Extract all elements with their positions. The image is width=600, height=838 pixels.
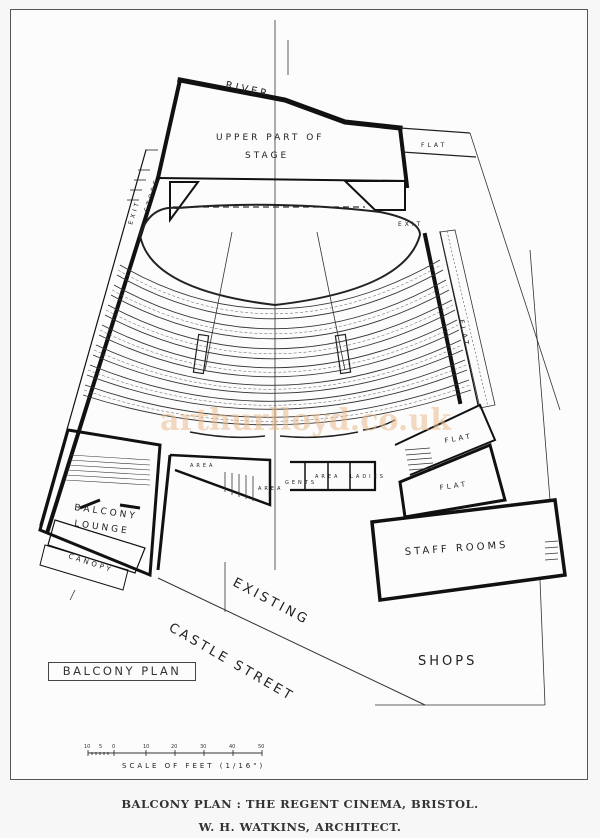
caption-title: BALCONY PLAN : THE REGENT CINEMA, BRISTO… <box>121 797 479 811</box>
label-existing: EXISTING <box>230 575 312 628</box>
label-flat-right: FLAT <box>457 319 471 349</box>
label-ladies: LADIES <box>350 474 386 480</box>
label-staff-rooms: STAFF ROOMS <box>404 540 508 558</box>
scale-tick: 20 <box>171 744 177 750</box>
scale-tick: 10 <box>84 744 90 750</box>
seating-rows <box>82 259 472 426</box>
label-gents: GENTS <box>285 480 317 486</box>
label-area-2: AREA <box>258 486 283 492</box>
scale-tick: 5 <box>99 744 102 750</box>
label-shops: SHOPS <box>418 654 477 669</box>
scale-bar <box>87 750 263 756</box>
drawing-frame <box>10 9 588 780</box>
scale-label: SCALE OF FEET (1/16") <box>122 762 265 770</box>
label-upper-part-of: UPPER PART OF <box>216 133 324 143</box>
scale-tick: 10 <box>143 744 149 750</box>
label-flat-top: FLAT <box>421 142 447 149</box>
label-area-1: AREA <box>190 463 215 469</box>
label-exit-left: EXIT <box>127 199 141 225</box>
balcony-plan-title-box: BALCONY PLAN <box>48 662 196 681</box>
label-river: RIVER <box>224 80 270 100</box>
staff-rooms-outline <box>370 498 567 602</box>
scale-tick: 30 <box>200 744 206 750</box>
scale-tick: 0 <box>112 744 115 750</box>
label-stage: STAGE <box>245 151 289 161</box>
label-store: STORE <box>143 177 161 213</box>
label-exit-right: EXIT <box>398 221 423 228</box>
label-area-3: AREA <box>315 474 340 480</box>
caption-architect: W. H. WATKINS, ARCHITECT. <box>198 820 402 834</box>
scale-tick: 50 <box>258 744 264 750</box>
watermark: arthurlloyd.co.uk <box>160 403 452 438</box>
label-flat-mid2: FLAT <box>439 480 468 492</box>
scale-tick: 40 <box>229 744 235 750</box>
